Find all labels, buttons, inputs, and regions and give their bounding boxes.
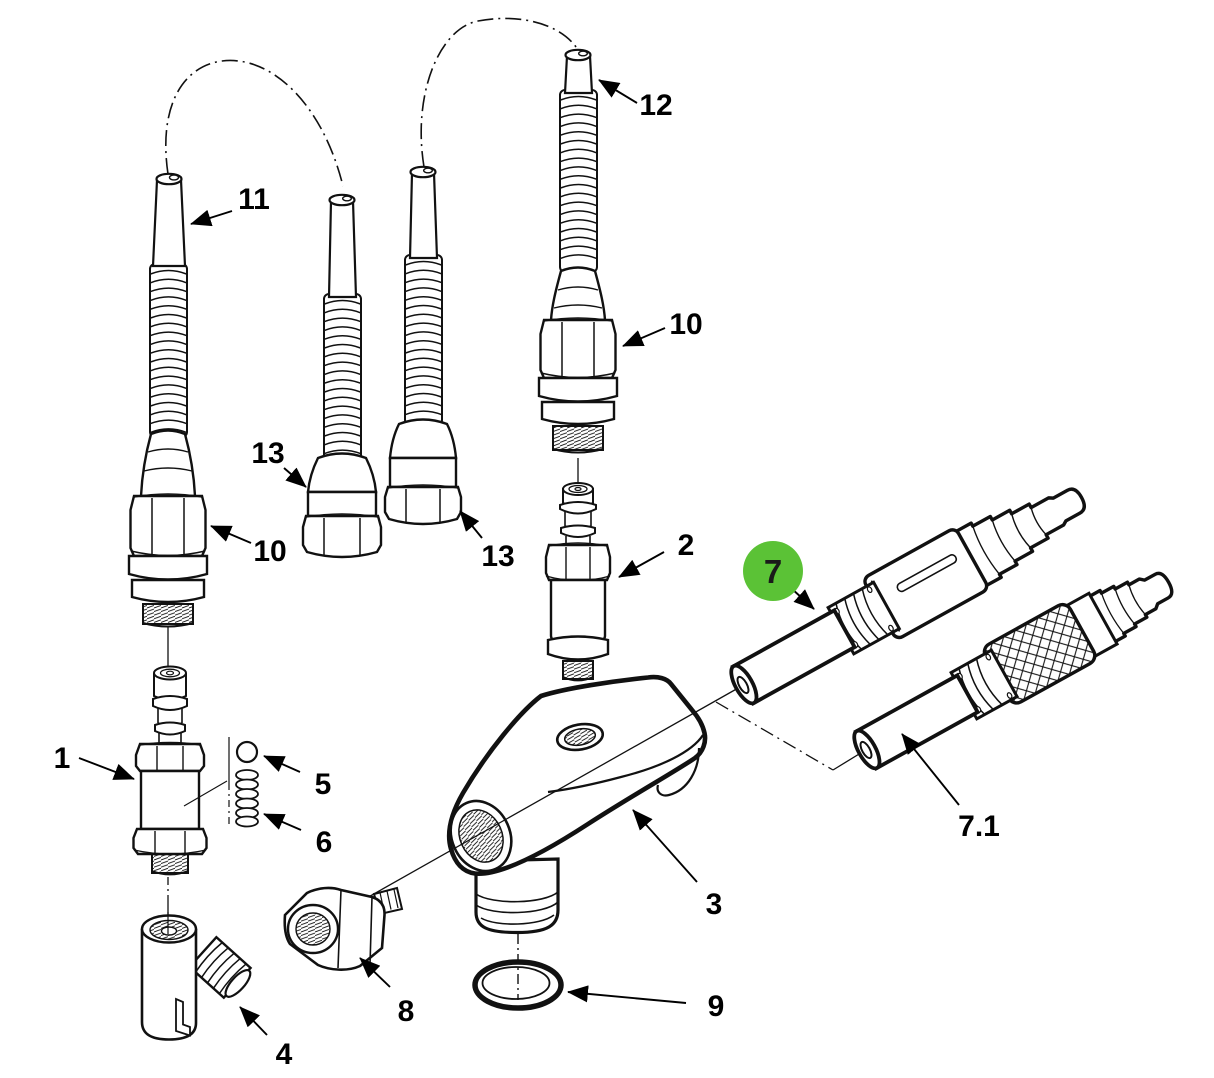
callout-10b-arrow [622, 327, 666, 347]
part-9-o-ring [472, 959, 564, 1011]
highlight-badge-circle[interactable] [743, 541, 803, 601]
callout-11-label: 11 [238, 183, 270, 216]
part-7-hose-assembly [729, 487, 1086, 706]
callout-11-arrow [190, 209, 233, 227]
callout-5-arrow [263, 755, 301, 773]
callout-10a-label: 10 [253, 535, 286, 568]
part-1-valve-fitting [132, 665, 228, 902]
callout-8-arrow [359, 957, 391, 988]
callout-4-label: 4 [276, 1038, 293, 1071]
callout-13a-arrow [283, 467, 307, 488]
callout-13b-label: 13 [481, 540, 514, 573]
part-13-lead-cable-right [383, 165, 463, 526]
callout-10a-arrow [210, 525, 252, 544]
callout-arrows [78, 79, 960, 1036]
callout-6-label: 6 [316, 826, 333, 859]
callout-13b-arrow [459, 510, 483, 539]
callout-3-arrow [632, 809, 698, 883]
callout-7-1-label: 7.1 [958, 810, 1000, 843]
part-6-spring [235, 769, 259, 828]
part-13-lead-cable-left [301, 193, 383, 559]
callout-3-label: 3 [706, 888, 723, 921]
callout-8-label: 8 [398, 995, 415, 1028]
callout-1-arrow [78, 757, 135, 780]
part-4-elbow-fitting [140, 902, 253, 1041]
callout-2-label: 2 [678, 529, 695, 562]
part-11-lead-cable [127, 172, 209, 667]
highlight-badge-label: 7 [764, 553, 782, 590]
part-8-hex-adapter [283, 886, 404, 971]
axis-leader-7-1 [715, 701, 865, 771]
highlighted-callout-7[interactable]: 7 [743, 541, 803, 601]
callout-7-1-arrow [901, 733, 960, 806]
callout-12-arrow [598, 79, 638, 104]
callout-9-label: 9 [708, 990, 725, 1023]
callout-10b-label: 10 [669, 308, 702, 341]
cable-loop-arc-left [164, 59, 344, 187]
callout-2-arrow [618, 551, 665, 578]
cable-loop-arc-right [420, 17, 579, 168]
callout-1-label: 1 [54, 742, 71, 775]
part-5-ball [228, 737, 259, 828]
callout-6-arrow [263, 813, 302, 831]
part-12-lead-cable [537, 48, 619, 483]
part-3-manifold-body [446, 674, 708, 1000]
callout-5-label: 5 [315, 768, 332, 801]
callout-13a-label: 13 [251, 437, 284, 470]
part-7-1-hose-assembly [852, 571, 1174, 771]
callout-4-arrow [239, 1006, 268, 1036]
callout-9-arrow [567, 985, 687, 1004]
callout-12-label: 12 [639, 89, 672, 122]
callout-labels: 11 12 13 13 10 10 2 7.1 3 9 8 4 1 5 6 [54, 89, 1000, 1071]
